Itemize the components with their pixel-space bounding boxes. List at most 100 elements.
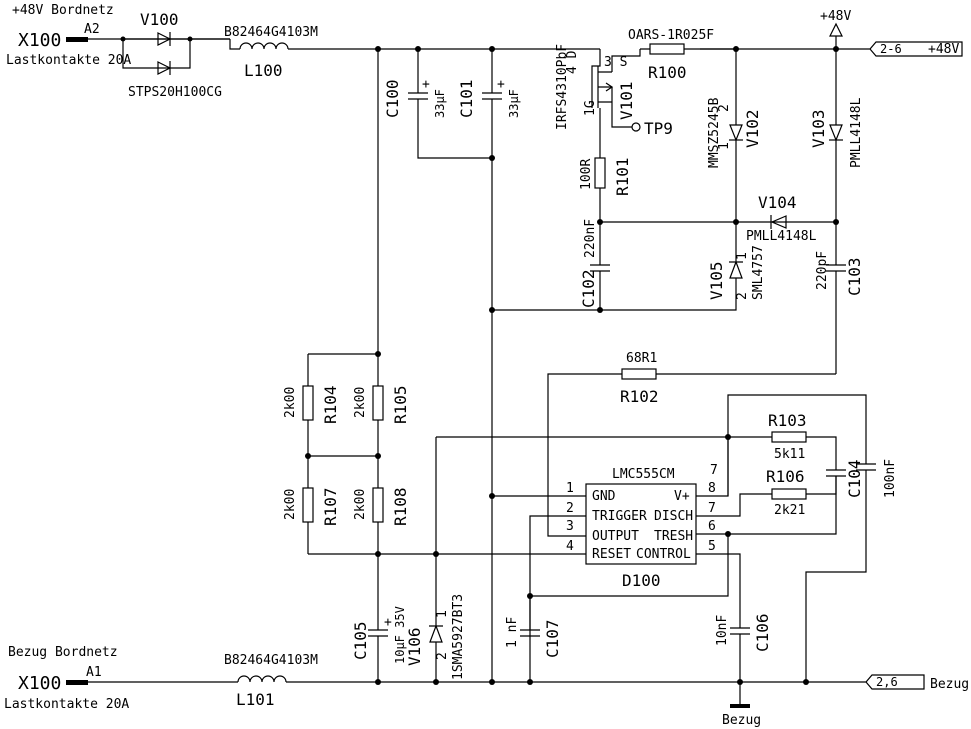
svg-text:LMC555CM: LMC555CM bbox=[612, 467, 675, 482]
svg-text:R103: R103 bbox=[768, 411, 807, 430]
top-caption: Lastkontakte 20A bbox=[6, 53, 131, 68]
zener-v105: V105 2 1 SML4757 bbox=[707, 222, 766, 300]
svg-text:1: 1 bbox=[735, 252, 750, 260]
svg-text:2k00: 2k00 bbox=[283, 489, 298, 520]
svg-text:C105: C105 bbox=[351, 621, 370, 660]
svg-text:V100: V100 bbox=[140, 10, 179, 29]
svg-text:Bezug: Bezug bbox=[722, 713, 761, 728]
svg-text:3: 3 bbox=[566, 519, 574, 534]
resistor-r108: 2k00 R108 bbox=[353, 456, 410, 554]
svg-text:2k00: 2k00 bbox=[353, 387, 368, 418]
resistor-r100: OARS-1R025F R100 bbox=[628, 28, 714, 82]
svg-text:C100: C100 bbox=[383, 79, 402, 118]
connector-top: +48V Bordnetz X100 A2 Lastkontakte 20A bbox=[6, 3, 131, 68]
svg-text:C101: C101 bbox=[457, 79, 476, 118]
top-title: +48V Bordnetz bbox=[12, 3, 114, 18]
svg-text:100nF: 100nF bbox=[883, 459, 898, 498]
capacitor-c101: + C101 33µF bbox=[457, 49, 521, 682]
svg-text:R108: R108 bbox=[391, 487, 410, 526]
svg-text:MMSZ5245B: MMSZ5245B bbox=[707, 97, 722, 168]
svg-text:C104: C104 bbox=[845, 459, 864, 498]
svg-text:V+: V+ bbox=[674, 489, 690, 504]
svg-text:3 S: 3 S bbox=[604, 55, 627, 70]
plus48-port: +48V 2-6 +48V bbox=[820, 9, 963, 57]
svg-text:100R: 100R bbox=[579, 159, 594, 190]
svg-text:L101: L101 bbox=[236, 690, 275, 709]
svg-text:+48V: +48V bbox=[820, 9, 851, 24]
capacitor-c105: + C105 10µF 35V bbox=[351, 554, 407, 682]
bottom-title: Bezug Bordnetz bbox=[8, 645, 118, 660]
svg-text:D100: D100 bbox=[622, 571, 661, 590]
svg-text:1: 1 bbox=[566, 481, 574, 496]
svg-text:TP9: TP9 bbox=[644, 119, 673, 138]
capacitor-c100: + C100 33µF bbox=[383, 49, 492, 159]
bottom-caption: Lastkontakte 20A bbox=[4, 697, 129, 712]
svg-text:4 D: 4 D bbox=[565, 50, 580, 74]
capacitor-c103: 220pF C103 bbox=[815, 222, 864, 374]
svg-text:220nF: 220nF bbox=[583, 219, 598, 258]
svg-text:+: + bbox=[384, 615, 392, 630]
svg-text:5k11: 5k11 bbox=[774, 447, 805, 462]
svg-text:OARS-1R025F: OARS-1R025F bbox=[628, 28, 714, 43]
diode-v103: V103 PMLL4148L bbox=[809, 49, 864, 222]
ground-symbol: Bezug bbox=[722, 682, 761, 728]
svg-text:STPS20H100CG: STPS20H100CG bbox=[128, 85, 222, 100]
svg-text:B82464G4103M: B82464G4103M bbox=[224, 653, 318, 668]
svg-text:2: 2 bbox=[435, 652, 450, 660]
svg-text:V103: V103 bbox=[809, 109, 828, 148]
svg-text:C103: C103 bbox=[845, 257, 864, 296]
svg-text:1G: 1G bbox=[583, 100, 598, 116]
svg-text:8: 8 bbox=[708, 481, 716, 496]
capacitor-c107: 1 nF C107 bbox=[505, 596, 562, 658]
svg-text:R106: R106 bbox=[766, 467, 805, 486]
svg-text:SML4757: SML4757 bbox=[751, 245, 766, 300]
svg-text:V106: V106 bbox=[405, 627, 424, 666]
svg-text:10nF: 10nF bbox=[715, 615, 730, 646]
svg-text:68R1: 68R1 bbox=[626, 351, 657, 366]
svg-text:TRIGGER: TRIGGER bbox=[592, 509, 647, 524]
svg-text:V104: V104 bbox=[758, 193, 797, 212]
svg-text:R104: R104 bbox=[321, 385, 340, 424]
svg-text:2: 2 bbox=[717, 104, 732, 112]
svg-text:2k00: 2k00 bbox=[283, 387, 298, 418]
svg-text:2-6: 2-6 bbox=[880, 42, 902, 56]
svg-text:OUTPUT: OUTPUT bbox=[592, 529, 639, 544]
top-pin: A2 bbox=[84, 22, 100, 37]
svg-text:2k21: 2k21 bbox=[774, 503, 805, 518]
zener-v106: V106 1 2 1SMA5927BT3 bbox=[405, 437, 466, 682]
svg-text:Bezug: Bezug bbox=[930, 677, 969, 692]
inductor-l101: B82464G4103M L101 bbox=[224, 653, 318, 709]
diode-v104: V104 PMLL4148L bbox=[746, 193, 817, 244]
svg-text:5: 5 bbox=[708, 539, 716, 554]
svg-text:B82464G4103M: B82464G4103M bbox=[224, 25, 318, 40]
resistor-r105: 2k00 R105 bbox=[353, 354, 410, 456]
svg-text:+: + bbox=[497, 77, 505, 92]
svg-text:R107: R107 bbox=[321, 487, 340, 526]
svg-text:1SMA5927BT3: 1SMA5927BT3 bbox=[451, 594, 466, 680]
svg-text:C102: C102 bbox=[579, 269, 598, 308]
svg-text:PMLL4148L: PMLL4148L bbox=[849, 97, 864, 168]
svg-text:220pF: 220pF bbox=[815, 251, 830, 290]
svg-text:PMLL4148L: PMLL4148L bbox=[746, 229, 817, 244]
resistor-r103: R103 5k11 bbox=[768, 411, 807, 462]
capacitor-c106: 10nF C106 bbox=[715, 613, 772, 682]
svg-text:+48V: +48V bbox=[928, 42, 959, 57]
mosfet-v101: IRFS4310PbF 4 D 3 S 1G V101 TP9 bbox=[555, 44, 673, 138]
svg-text:33µF: 33µF bbox=[507, 89, 521, 118]
svg-text:R100: R100 bbox=[648, 63, 687, 82]
svg-text:6: 6 bbox=[708, 519, 716, 534]
svg-text:L100: L100 bbox=[244, 61, 283, 80]
svg-text:DISCH: DISCH bbox=[654, 509, 693, 524]
capacitor-c102: 220nF C102 bbox=[579, 219, 610, 310]
svg-text:TRESH: TRESH bbox=[654, 529, 693, 544]
resistor-r102: 68R1 R102 bbox=[547, 351, 836, 537]
svg-text:7: 7 bbox=[708, 501, 716, 516]
resistor-r101: 100R R101 bbox=[579, 108, 632, 222]
ic-d100: LMC555CM D100 GND TRIGGER OUTPUT RESET V… bbox=[566, 463, 718, 590]
svg-text:C106: C106 bbox=[753, 613, 772, 652]
connector-bottom: Bezug Bordnetz X100 A1 Lastkontakte 20A bbox=[4, 645, 129, 712]
bottom-pin: A1 bbox=[86, 665, 102, 680]
inductor-l100: B82464G4103M L100 bbox=[224, 25, 318, 80]
